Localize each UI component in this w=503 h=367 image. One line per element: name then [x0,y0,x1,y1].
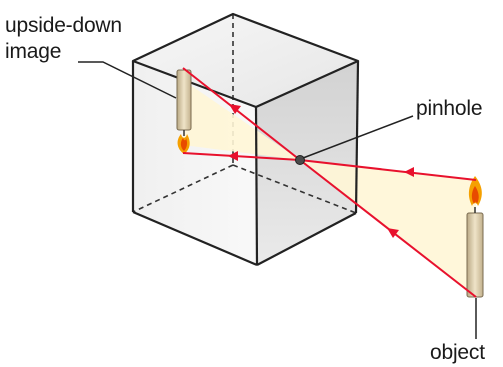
label-object: object [430,341,485,364]
object-candle [466,176,484,298]
label-upside-down-line2: image [5,40,62,63]
label-upside-down: upside-down image [5,13,122,65]
arrowhead-3 [387,228,399,238]
arrowhead-2 [228,151,238,161]
label-pinhole: pinhole [416,97,483,120]
leader-pinhole [302,115,414,159]
cube-top-face [133,14,358,107]
leader-lines [78,61,477,339]
cube-hidden-edges [132,14,357,214]
light-beam-inner [183,80,300,160]
upside-down-candle-image [176,69,192,154]
arrowhead-4 [229,104,241,114]
cube-visible-edges [131,12,360,267]
light-rays [182,67,477,298]
arrowhead-1 [404,167,414,177]
label-upside-down-line1: upside-down [5,14,122,37]
pinhole-marker [295,155,305,165]
leader-upside-down [78,61,177,99]
ray-arrowheads [228,104,414,238]
